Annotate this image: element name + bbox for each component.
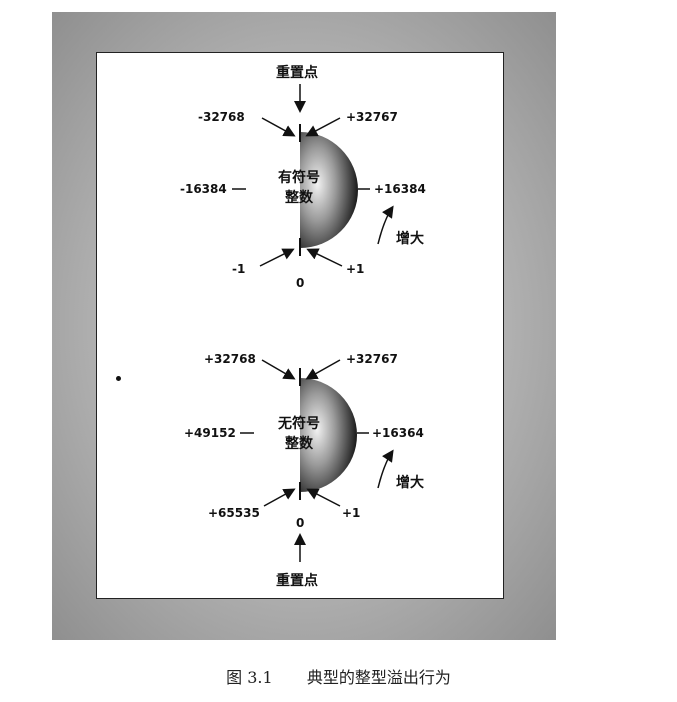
stray-dot: [116, 376, 121, 381]
signed-label-right-top: +32767: [346, 110, 398, 124]
unsigned-label-left-bottom: +65535: [208, 506, 260, 520]
unsigned-center-line1: 无符号: [278, 416, 320, 432]
unsigned-half-sphere: [300, 378, 357, 492]
signed-arrow-right-top: [305, 117, 341, 137]
unsigned-label-right-bottom: +1: [342, 506, 361, 520]
caption-number: 图 3.1: [226, 668, 273, 687]
unsigned-label-right-top: +32767: [346, 352, 398, 366]
unsigned-arrow-right-bottom: [306, 488, 341, 507]
signed-center-line1: 有符号: [278, 170, 320, 186]
signed-label-left-mid: -16384: [180, 182, 227, 196]
signed-label-zero: 0: [296, 276, 305, 290]
signed-label-right-bottom: +1: [346, 262, 365, 276]
unsigned-arrow-left-bottom: [263, 488, 296, 507]
signed-label-left-top: -32768: [198, 110, 245, 124]
signed-increase-arrow: [377, 205, 394, 245]
figure-caption: 图 3.1 典型的整型溢出行为: [0, 664, 677, 688]
signed-label-left-bottom: -1: [232, 262, 246, 276]
unsigned-arrow-left-top: [261, 359, 296, 380]
unsigned-center-line2: 整数: [285, 436, 313, 452]
unsigned-label-right-mid: +16364: [372, 426, 424, 440]
signed-center-line2: 整数: [285, 190, 313, 206]
caption-title: 典型的整型溢出行为: [306, 668, 451, 687]
unsigned-reset-label: 重置点: [276, 573, 318, 589]
signed-label-right-mid: +16384: [374, 182, 426, 196]
unsigned-increase-arrow: [377, 449, 394, 489]
signed-arrow-left-top: [261, 117, 296, 137]
signed-half-sphere: [300, 132, 358, 248]
unsigned-arrow-right-top: [305, 359, 341, 380]
signed-arrow-right-bottom: [306, 248, 343, 267]
signed-increase-label: 增大: [396, 231, 424, 247]
unsigned-label-left-mid: +49152: [184, 426, 236, 440]
unsigned-label-left-top: +32768: [204, 352, 256, 366]
unsigned-increase-label: 增大: [396, 475, 424, 491]
unsigned-label-zero: 0: [296, 516, 305, 530]
signed-reset-label: 重置点: [276, 65, 318, 81]
signed-center-text: 有符号 整数: [262, 168, 336, 208]
signed-arrow-left-bottom: [259, 248, 295, 267]
unsigned-center-text: 无符号 整数: [262, 414, 336, 454]
